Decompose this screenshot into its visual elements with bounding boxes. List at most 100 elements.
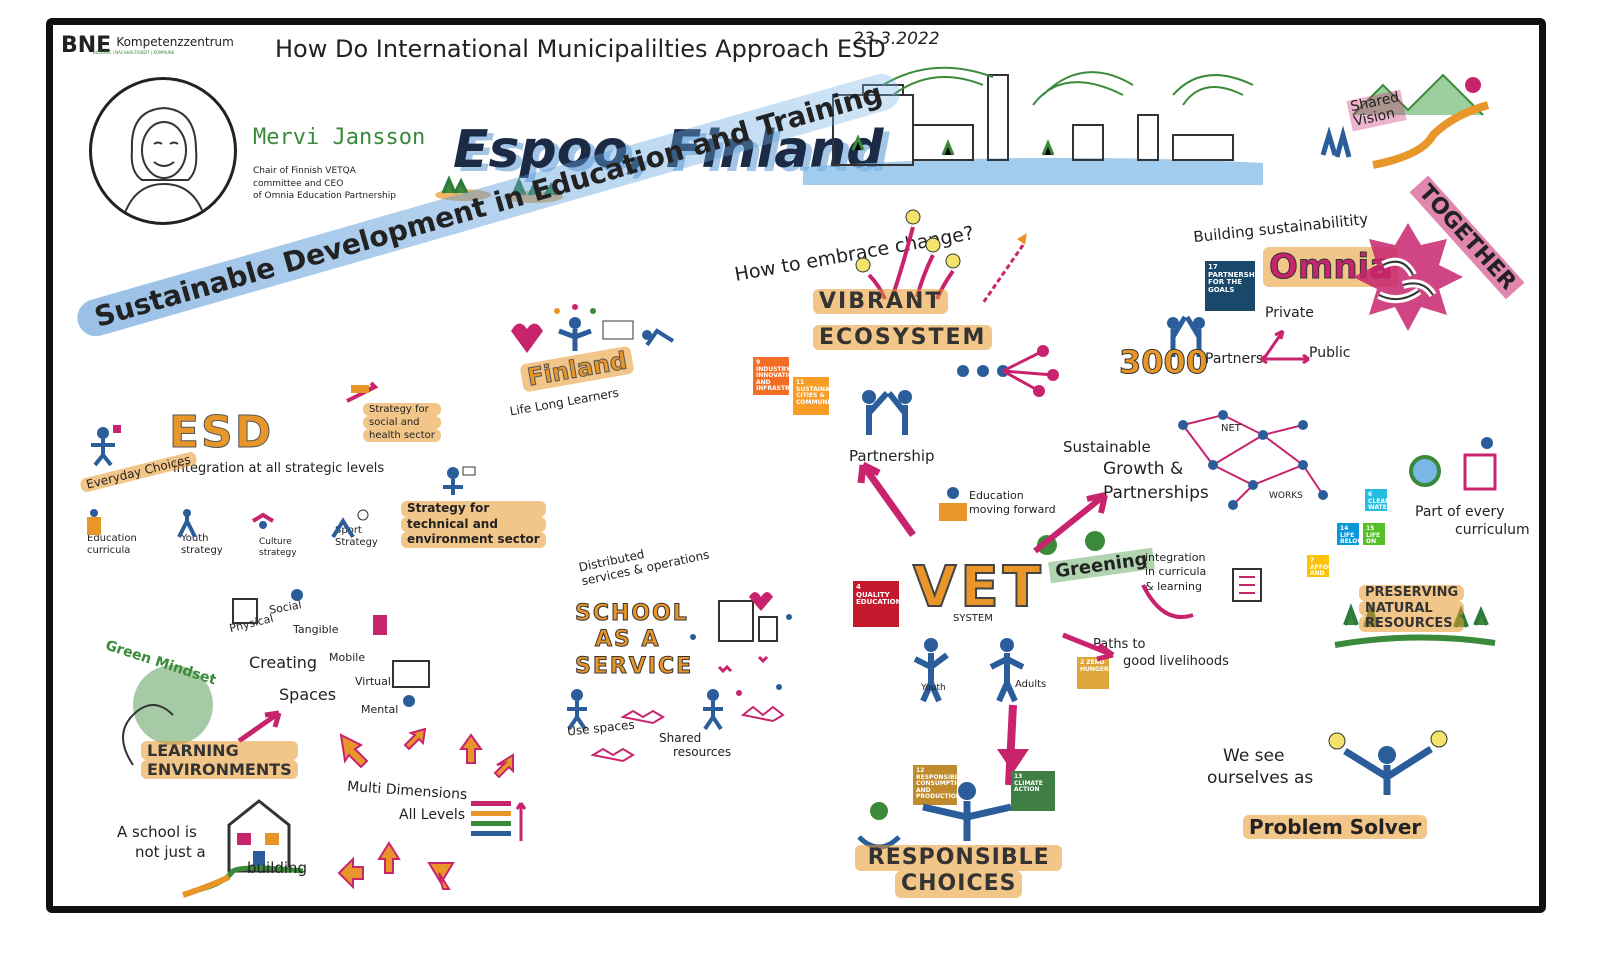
sdg15-tile: 15 LIFE ON LAND <box>1363 523 1385 552</box>
public-label: Public <box>1309 345 1351 361</box>
learning-environments: LEARNING ENVIRONMENTS <box>141 741 298 780</box>
responsible-choices: RESPONSIBLE CHOICES <box>855 845 1063 898</box>
shared-2: resources <box>673 745 732 760</box>
book-reader-icon <box>939 487 967 521</box>
speaker-name: Mervi Jansson <box>253 125 426 150</box>
partner-arrows-icon <box>1260 329 1310 365</box>
mountain-path-icon <box>1320 73 1490 169</box>
we-see-label: We see ourselves as <box>1207 745 1313 789</box>
multi-arrows-icon <box>339 727 514 779</box>
school-not-1: A school is <box>117 823 197 841</box>
mental-label: Mental <box>361 703 399 716</box>
culture-strategy: Culture strategy <box>259 537 297 559</box>
vet-arrows-icon <box>857 461 1194 786</box>
date-label: 23.3.2022 <box>853 29 940 49</box>
paths-label: Paths to good livelihoods <box>1093 637 1229 671</box>
logo-name: Kompetenzzentrum <box>116 35 234 49</box>
preserving-resources: PRESERVING NATURAL RESOURCES <box>1359 585 1465 632</box>
education-forward-1: Education <box>969 489 1024 502</box>
school-not-building: A school is not just a <box>117 823 206 862</box>
preserving-1: PRESERVING <box>1359 585 1465 601</box>
tech-strategy-2: technical and <box>401 516 546 533</box>
vibrant-text: VIBRANT <box>813 289 949 314</box>
shared-resources: Shared resources <box>659 731 731 760</box>
person-choice-icon <box>91 425 121 467</box>
school-1: SCHOOL <box>574 600 689 626</box>
sketchnote-board: BNE Kompetenzzentrum BILDUNG | NACHHALTI… <box>46 18 1546 913</box>
education-curricula: Education curricula <box>87 533 137 557</box>
spaces-label: Spaces <box>279 685 337 704</box>
spaces-sketch-icon <box>232 589 430 707</box>
education-forward: Education moving forward <box>969 489 1056 518</box>
speaker-role-1: Chair of Finnish VETQA <box>253 166 356 176</box>
sdg13-tile: 13 CLIMATE ACTION <box>1011 771 1055 811</box>
speaker-portrait <box>89 77 237 225</box>
arrow-down-icon <box>997 749 1029 773</box>
vet-system: SYSTEM <box>953 613 993 624</box>
virtual-label: Virtual <box>355 675 391 688</box>
ecosystem-label: ECOSYSTEM <box>813 325 993 350</box>
logo-mark: BNE <box>61 33 112 58</box>
responsible-2: CHOICES <box>895 871 1023 898</box>
sdg6-tile: 6 CLEAN WATER <box>1365 489 1391 511</box>
culture-strategy-1: Culture <box>259 537 292 547</box>
culture-strategy-2: strategy <box>259 547 297 558</box>
people-network-icon <box>1178 410 1328 510</box>
problem-solver: Problem Solver <box>1243 815 1428 839</box>
shared-1: Shared <box>659 731 702 745</box>
sustainable-growth-2: Growth & <box>1103 459 1184 479</box>
speaker-role-3: of Omnia Education Partnership <box>253 191 396 202</box>
esd-subtitle: integration at all strategic levels <box>173 461 385 476</box>
paths-2: good livelihoods <box>1123 653 1229 669</box>
creating-label: Creating <box>249 653 318 672</box>
strategy-people-icons <box>87 509 369 539</box>
integration-2: in curricula <box>1145 565 1207 579</box>
school-2: AS A <box>594 627 661 653</box>
youth-adults-icon <box>913 638 1025 703</box>
speaker-role-2: committee and CEO <box>253 178 344 189</box>
tech-strategy-3: environment sector <box>401 532 546 548</box>
all-levels: All Levels <box>399 807 466 823</box>
part-of-1: Part of every <box>1415 504 1505 520</box>
sdg9-tile: 9 INDUSTRY, INNOVATION AND INFRASTRUCTUR… <box>753 357 817 395</box>
esd-title: ESD <box>168 407 274 459</box>
vibrant-label: VIBRANT <box>813 289 949 314</box>
problem-solver-text: Problem Solver <box>1243 815 1428 839</box>
levels-bars-icon <box>471 801 527 841</box>
youth-strategy: Youth strategy <box>181 533 223 557</box>
esd-title-text: ESD <box>168 407 274 459</box>
person-ideas-icon <box>1328 730 1448 795</box>
portrait-sketch-icon <box>121 106 207 222</box>
education-curricula-1: Education <box>87 533 137 544</box>
mobile-label: Mobile <box>329 651 366 664</box>
social-strategy-2: social and <box>363 416 441 429</box>
integration-3: & learning <box>1145 579 1202 593</box>
we-see-1: We see <box>1223 746 1285 766</box>
hands-together-icon <box>1353 223 1463 331</box>
sdg2-tile: 2 ZERO HUNGER <box>1077 657 1109 689</box>
preserving-2: NATURAL <box>1359 600 1465 617</box>
speaker-role: Chair of Finnish VETQA committee and CEO… <box>253 165 396 203</box>
ideas-rocket-icon <box>855 209 1027 304</box>
tangible-label: Tangible <box>293 623 339 636</box>
tech-strategy-1: Strategy for <box>401 501 546 517</box>
school-not-2: not just a <box>135 842 206 861</box>
private-label: Private <box>1265 305 1314 321</box>
building-label: building <box>247 859 308 877</box>
sustainable-growth-3: Partnerships <box>1103 482 1209 503</box>
school-buildings-icon <box>690 592 792 696</box>
sustainable-growth: Sustainable Growth & Partnerships <box>1063 437 1209 506</box>
checklist-icon <box>1232 568 1262 602</box>
part-of-2: curriculum <box>1455 522 1530 539</box>
sdg4-tile: 4 QUALITY EDUCATION <box>853 581 901 627</box>
bne-logo: BNE Kompetenzzentrum BILDUNG | NACHHALTI… <box>61 33 234 58</box>
high-five-icon <box>862 390 912 435</box>
education-forward-2: moving forward <box>969 503 1056 517</box>
adults-label: Adults <box>1015 679 1047 690</box>
page-title: How Do International Municipalilties App… <box>275 35 886 63</box>
youth-strategy-1: Youth <box>181 533 209 544</box>
learning-1: LEARNING <box>141 741 298 761</box>
arrow-sign-icon <box>346 381 379 403</box>
partners-label: Partners <box>1205 351 1264 367</box>
sdg17-tile: 17 PARTNERSHIPS FOR THE GOALS <box>1205 261 1267 311</box>
